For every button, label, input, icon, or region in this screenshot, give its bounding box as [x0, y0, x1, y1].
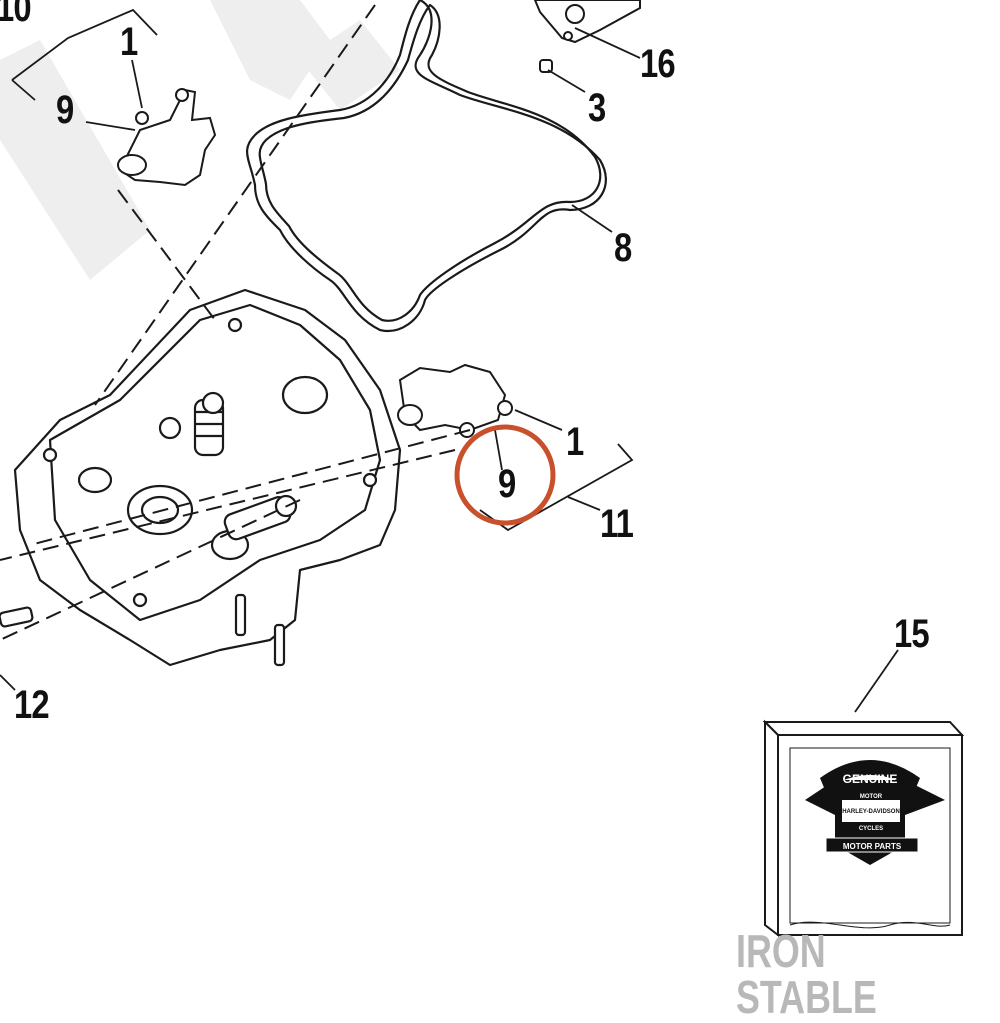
- cylinder-head[interactable]: [0, 288, 402, 667]
- callout-3[interactable]: 3: [588, 86, 606, 130]
- rocker-arm-top-left[interactable]: [117, 88, 217, 187]
- valve-cover-gasket[interactable]: [245, 0, 607, 333]
- callout-1-top[interactable]: 1: [120, 20, 138, 64]
- logo-motor: MOTOR: [860, 794, 883, 800]
- bracket-part[interactable]: [533, 0, 641, 44]
- callout-15[interactable]: 15: [894, 612, 930, 656]
- background-watermark-shapes: [0, 0, 400, 280]
- logo-bottom-word: MOTOR PARTS: [843, 842, 902, 851]
- parts-box[interactable]: [762, 719, 965, 938]
- callout-8[interactable]: 8: [614, 226, 632, 270]
- genuine-parts-logo: GENUINE MOTOR HARLEY-DAVIDSON CYCLES MOT…: [805, 760, 945, 865]
- logo-brand: HARLEY-DAVIDSON: [842, 809, 900, 815]
- logo-top-word: GENUINE: [843, 772, 898, 786]
- callout-9-top[interactable]: 9: [56, 88, 74, 132]
- logo-cycles: CYCLES: [859, 826, 883, 832]
- rocker-arm-right[interactable]: [397, 363, 513, 438]
- screw-part[interactable]: [539, 59, 553, 73]
- callout-11[interactable]: 11: [600, 502, 634, 546]
- highlight-circle: [454, 424, 556, 526]
- callout-16[interactable]: 16: [640, 42, 676, 86]
- callout-12[interactable]: 12: [14, 683, 50, 727]
- callout-9-highlight[interactable]: 9: [498, 462, 516, 506]
- callout-10[interactable]: 10: [0, 0, 32, 30]
- assembly-lines: [0, 4, 471, 641]
- callout-1-right[interactable]: 1: [566, 420, 584, 464]
- iron-stable-watermark: IRON STABLE: [736, 925, 877, 1023]
- exploded-parts-diagram: GENUINE MOTOR HARLEY-DAVIDSON CYCLES MOT…: [0, 0, 965, 938]
